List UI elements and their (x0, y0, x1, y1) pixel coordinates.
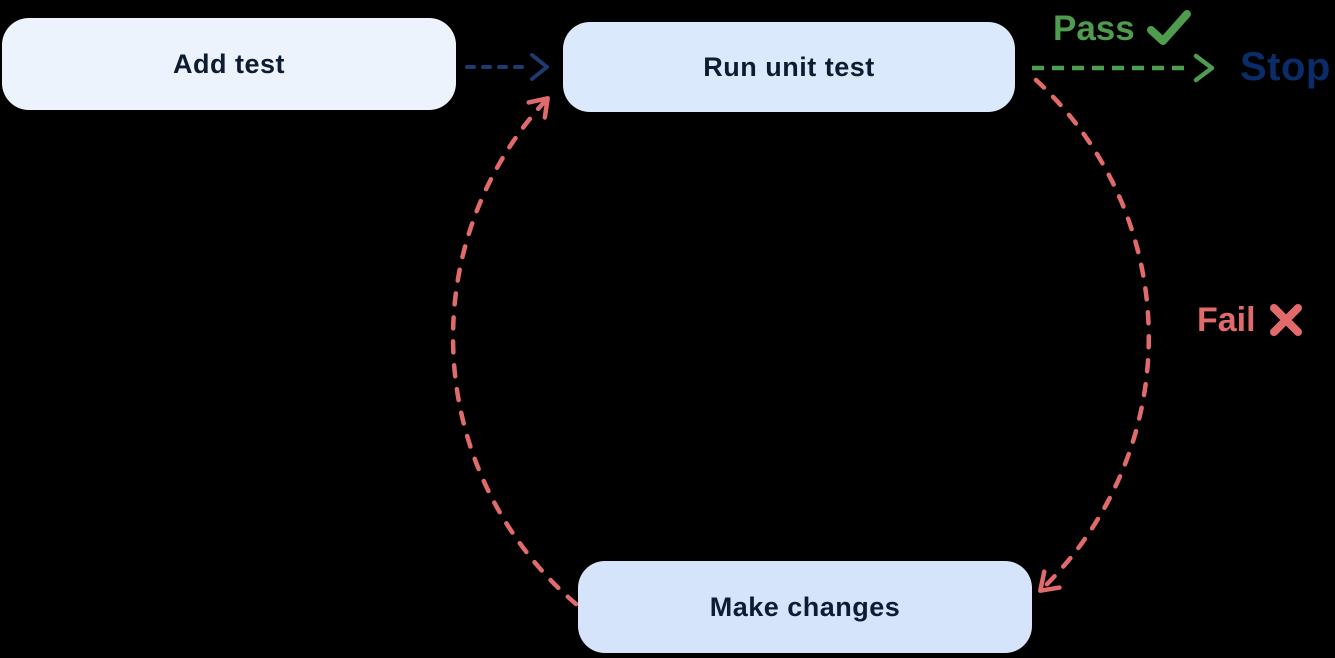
fail-label-text: Fail (1197, 301, 1256, 339)
node-add-test: Add test (2, 18, 456, 110)
x-icon (1268, 303, 1304, 337)
stop-label-text: Stop (1240, 45, 1331, 89)
check-icon (1146, 10, 1192, 46)
edge-run-unit-test-to-make-changes (1033, 77, 1152, 593)
node-run-unit-test-label: Run unit test (703, 51, 875, 82)
fail-label: Fail (1197, 303, 1304, 337)
stop-label: Stop (1240, 47, 1331, 87)
node-make-changes: Make changes (578, 561, 1032, 653)
node-run-unit-test: Run unit test (563, 22, 1015, 112)
edge-add-test-to-run-unit-test (465, 53, 549, 81)
edge-make-changes-to-run-unit-test (450, 96, 579, 607)
edge-run-unit-test-to-stop (1032, 53, 1215, 83)
node-make-changes-label: Make changes (709, 591, 901, 622)
pass-label: Pass (1053, 10, 1192, 46)
pass-label-text: Pass (1053, 8, 1135, 48)
node-add-test-label: Add test (173, 48, 285, 79)
